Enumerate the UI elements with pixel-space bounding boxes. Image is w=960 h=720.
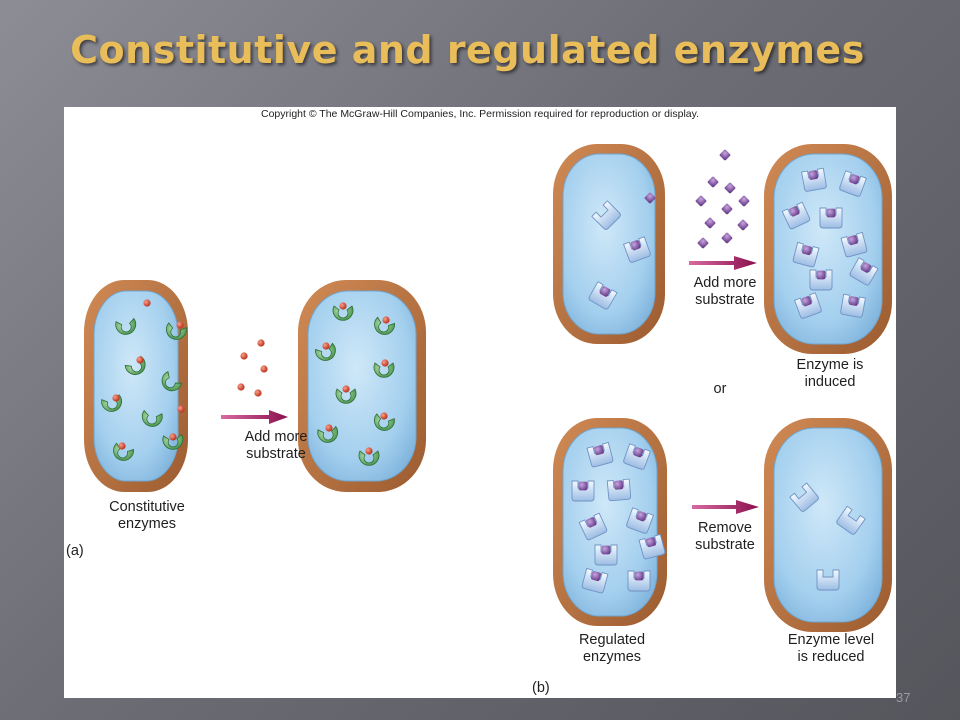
caption-enzyme-induced: Enzyme is induced (796, 357, 864, 390)
regulated-cell-top-after (764, 144, 892, 354)
regulated-cell-bottom-before (553, 418, 667, 626)
caption-add-substrate-a: Add more substrate (244, 429, 308, 462)
figure-panel: Copyright © The McGraw-Hill Companies, I… (64, 107, 896, 698)
panel-label-b: (b) (532, 680, 550, 696)
slide-title: Constitutive and regulated enzymes (70, 28, 865, 72)
substrate-cluster-a (237, 339, 268, 397)
regulated-cell-bottom-after (764, 418, 892, 632)
caption-or: or (713, 381, 727, 397)
arrow-add-substrate-b (689, 256, 757, 270)
page-number: 37 (896, 690, 911, 705)
caption-constitutive-enzymes: Constitutive enzymes (109, 499, 185, 532)
constitutive-cell-before (84, 280, 188, 492)
regulated-cell-top-before (553, 144, 665, 344)
arrow-remove-substrate (692, 500, 759, 514)
caption-remove-substrate: Remove substrate (695, 520, 755, 553)
substrate-cluster-b (695, 149, 750, 249)
caption-regulated-enzymes: Regulated enzymes (578, 632, 646, 665)
caption-enzyme-reduced: Enzyme level is reduced (787, 632, 875, 665)
panel-label-a: (a) (66, 543, 84, 559)
arrow-add-substrate-a (221, 410, 288, 424)
copyright-notice: Copyright © The McGraw-Hill Companies, I… (260, 108, 700, 120)
enzyme-diagram (84, 144, 892, 632)
caption-add-substrate-b: Add more substrate (693, 275, 757, 308)
constitutive-cell-after (298, 280, 426, 492)
